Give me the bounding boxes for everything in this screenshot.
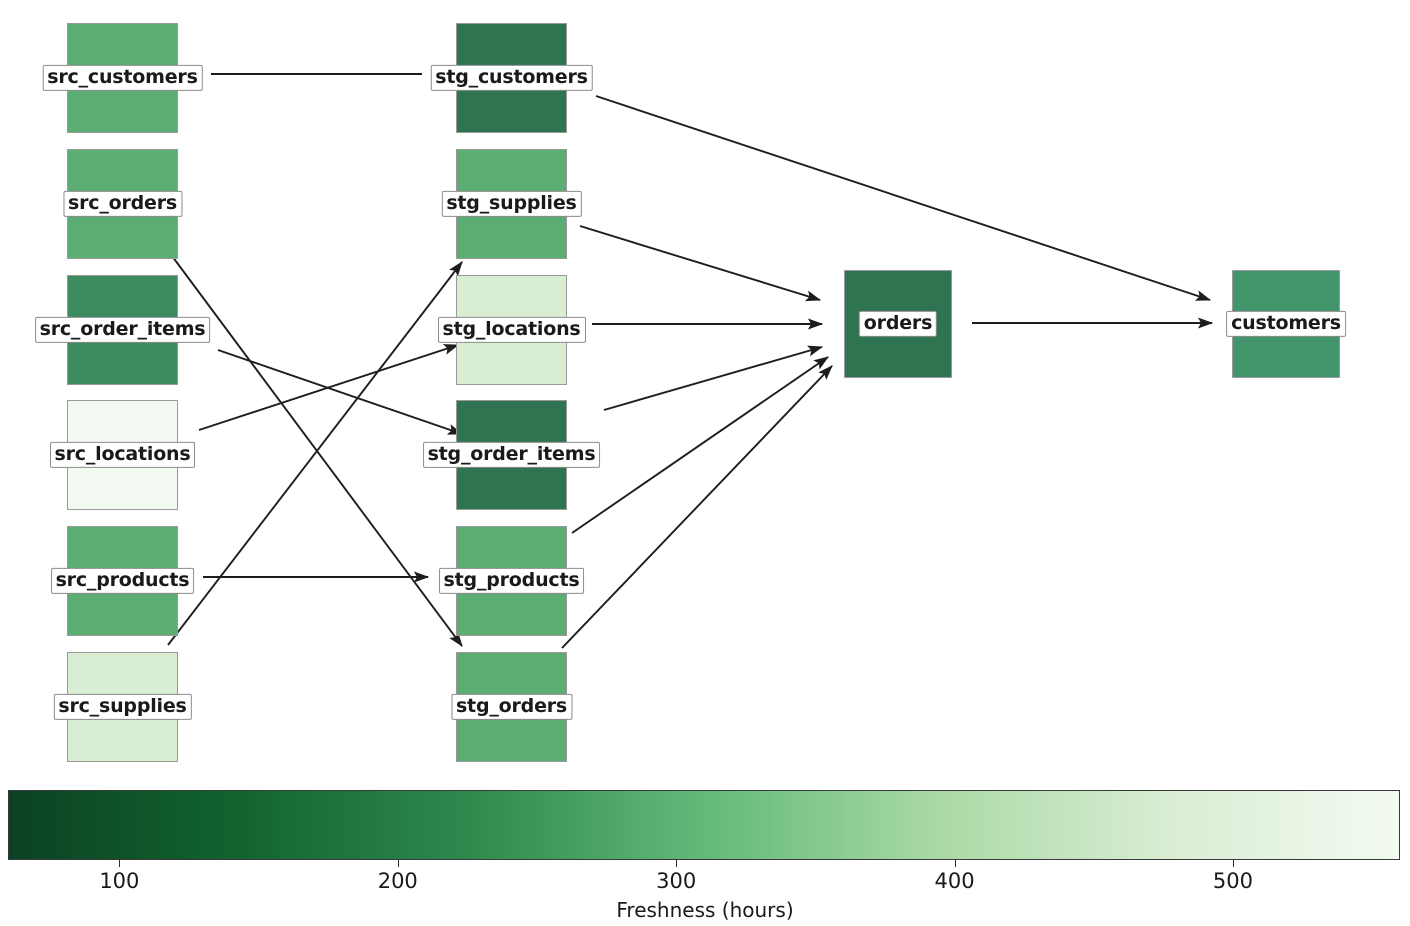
node-label-src_locations: src_locations (49, 441, 196, 469)
edge-layer (167, 73, 1214, 649)
edge-src_locations-to-stg_locations (198, 344, 460, 431)
colorbar-tick-mark-100 (119, 860, 121, 867)
node-label-stg_customers: stg_customers (430, 64, 593, 92)
colorbar-tick-mark-300 (676, 860, 678, 867)
edge-stg_supplies-to-orders (579, 225, 822, 302)
edge-src_orders-to-stg_orders (171, 255, 463, 647)
edges-group (167, 73, 1214, 649)
edge-src_supplies-to-stg_supplies (167, 261, 463, 646)
colorbar-tick-mark-200 (397, 860, 399, 867)
node-label-src_supplies: src_supplies (53, 693, 192, 721)
edge-src_order_items-to-stg_order_items (217, 349, 464, 435)
colorbar-tick-label-100: 100 (99, 869, 140, 893)
node-label-stg_products: stg_products (438, 567, 585, 595)
colorbar-tick-mark-500 (1232, 860, 1234, 867)
edge-stg_orders-to-orders (561, 365, 833, 649)
node-label-src_customers: src_customers (42, 64, 203, 92)
node-label-stg_order_items: stg_order_items (422, 441, 601, 469)
node-label-orders: orders (858, 310, 938, 338)
colorbar-axis-label: Freshness (hours) (616, 898, 794, 922)
node-label-src_order_items: src_order_items (34, 316, 211, 344)
edge-stg_products-to-orders (571, 356, 829, 534)
colorbar-tick-mark-400 (954, 860, 956, 867)
node-label-src_orders: src_orders (62, 190, 183, 218)
edge-stg_order_items-to-orders (603, 345, 824, 411)
node-label-stg_orders: stg_orders (450, 693, 573, 721)
colorbar: 100 200 300 400 500 Freshness (hours) (0, 780, 1410, 926)
node-label-stg_supplies: stg_supplies (441, 190, 582, 218)
node-label-stg_locations: stg_locations (437, 316, 586, 344)
node-label-customers: customers (1226, 310, 1346, 338)
colorbar-tick-label-500: 500 (1212, 869, 1253, 893)
colorbar-tick-label-200: 200 (377, 869, 418, 893)
colorbar-tick-label-400: 400 (934, 869, 975, 893)
colorbar-tick-label-300: 300 (656, 869, 697, 893)
node-label-src_products: src_products (50, 567, 195, 595)
colorbar-gradient (8, 790, 1400, 860)
